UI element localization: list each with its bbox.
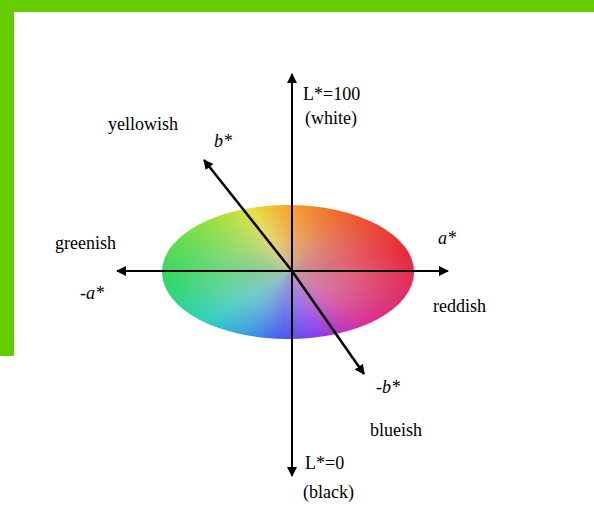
l-axis xyxy=(291,270,293,476)
frame-bar xyxy=(0,0,594,12)
b-axis xyxy=(204,160,292,271)
direction-label: blueish xyxy=(370,420,422,440)
a-axis xyxy=(292,270,448,272)
axis-label: -a* xyxy=(80,283,104,303)
frame-bar xyxy=(0,0,14,356)
axis-note: (black) xyxy=(303,482,354,502)
l-axis xyxy=(291,74,293,270)
axis-label: L*=0 xyxy=(305,453,344,473)
direction-label: reddish xyxy=(433,296,486,316)
direction-label: yellowish xyxy=(108,114,178,134)
b-axis xyxy=(292,271,364,374)
axis-label: L*=100 xyxy=(303,84,360,104)
axis-note: (white) xyxy=(305,108,357,128)
axis-label: -b* xyxy=(376,377,400,397)
a-axis xyxy=(117,270,292,272)
axis-label: b* xyxy=(214,131,232,151)
axis-label: a* xyxy=(438,228,456,248)
direction-label: greenish xyxy=(55,233,116,253)
